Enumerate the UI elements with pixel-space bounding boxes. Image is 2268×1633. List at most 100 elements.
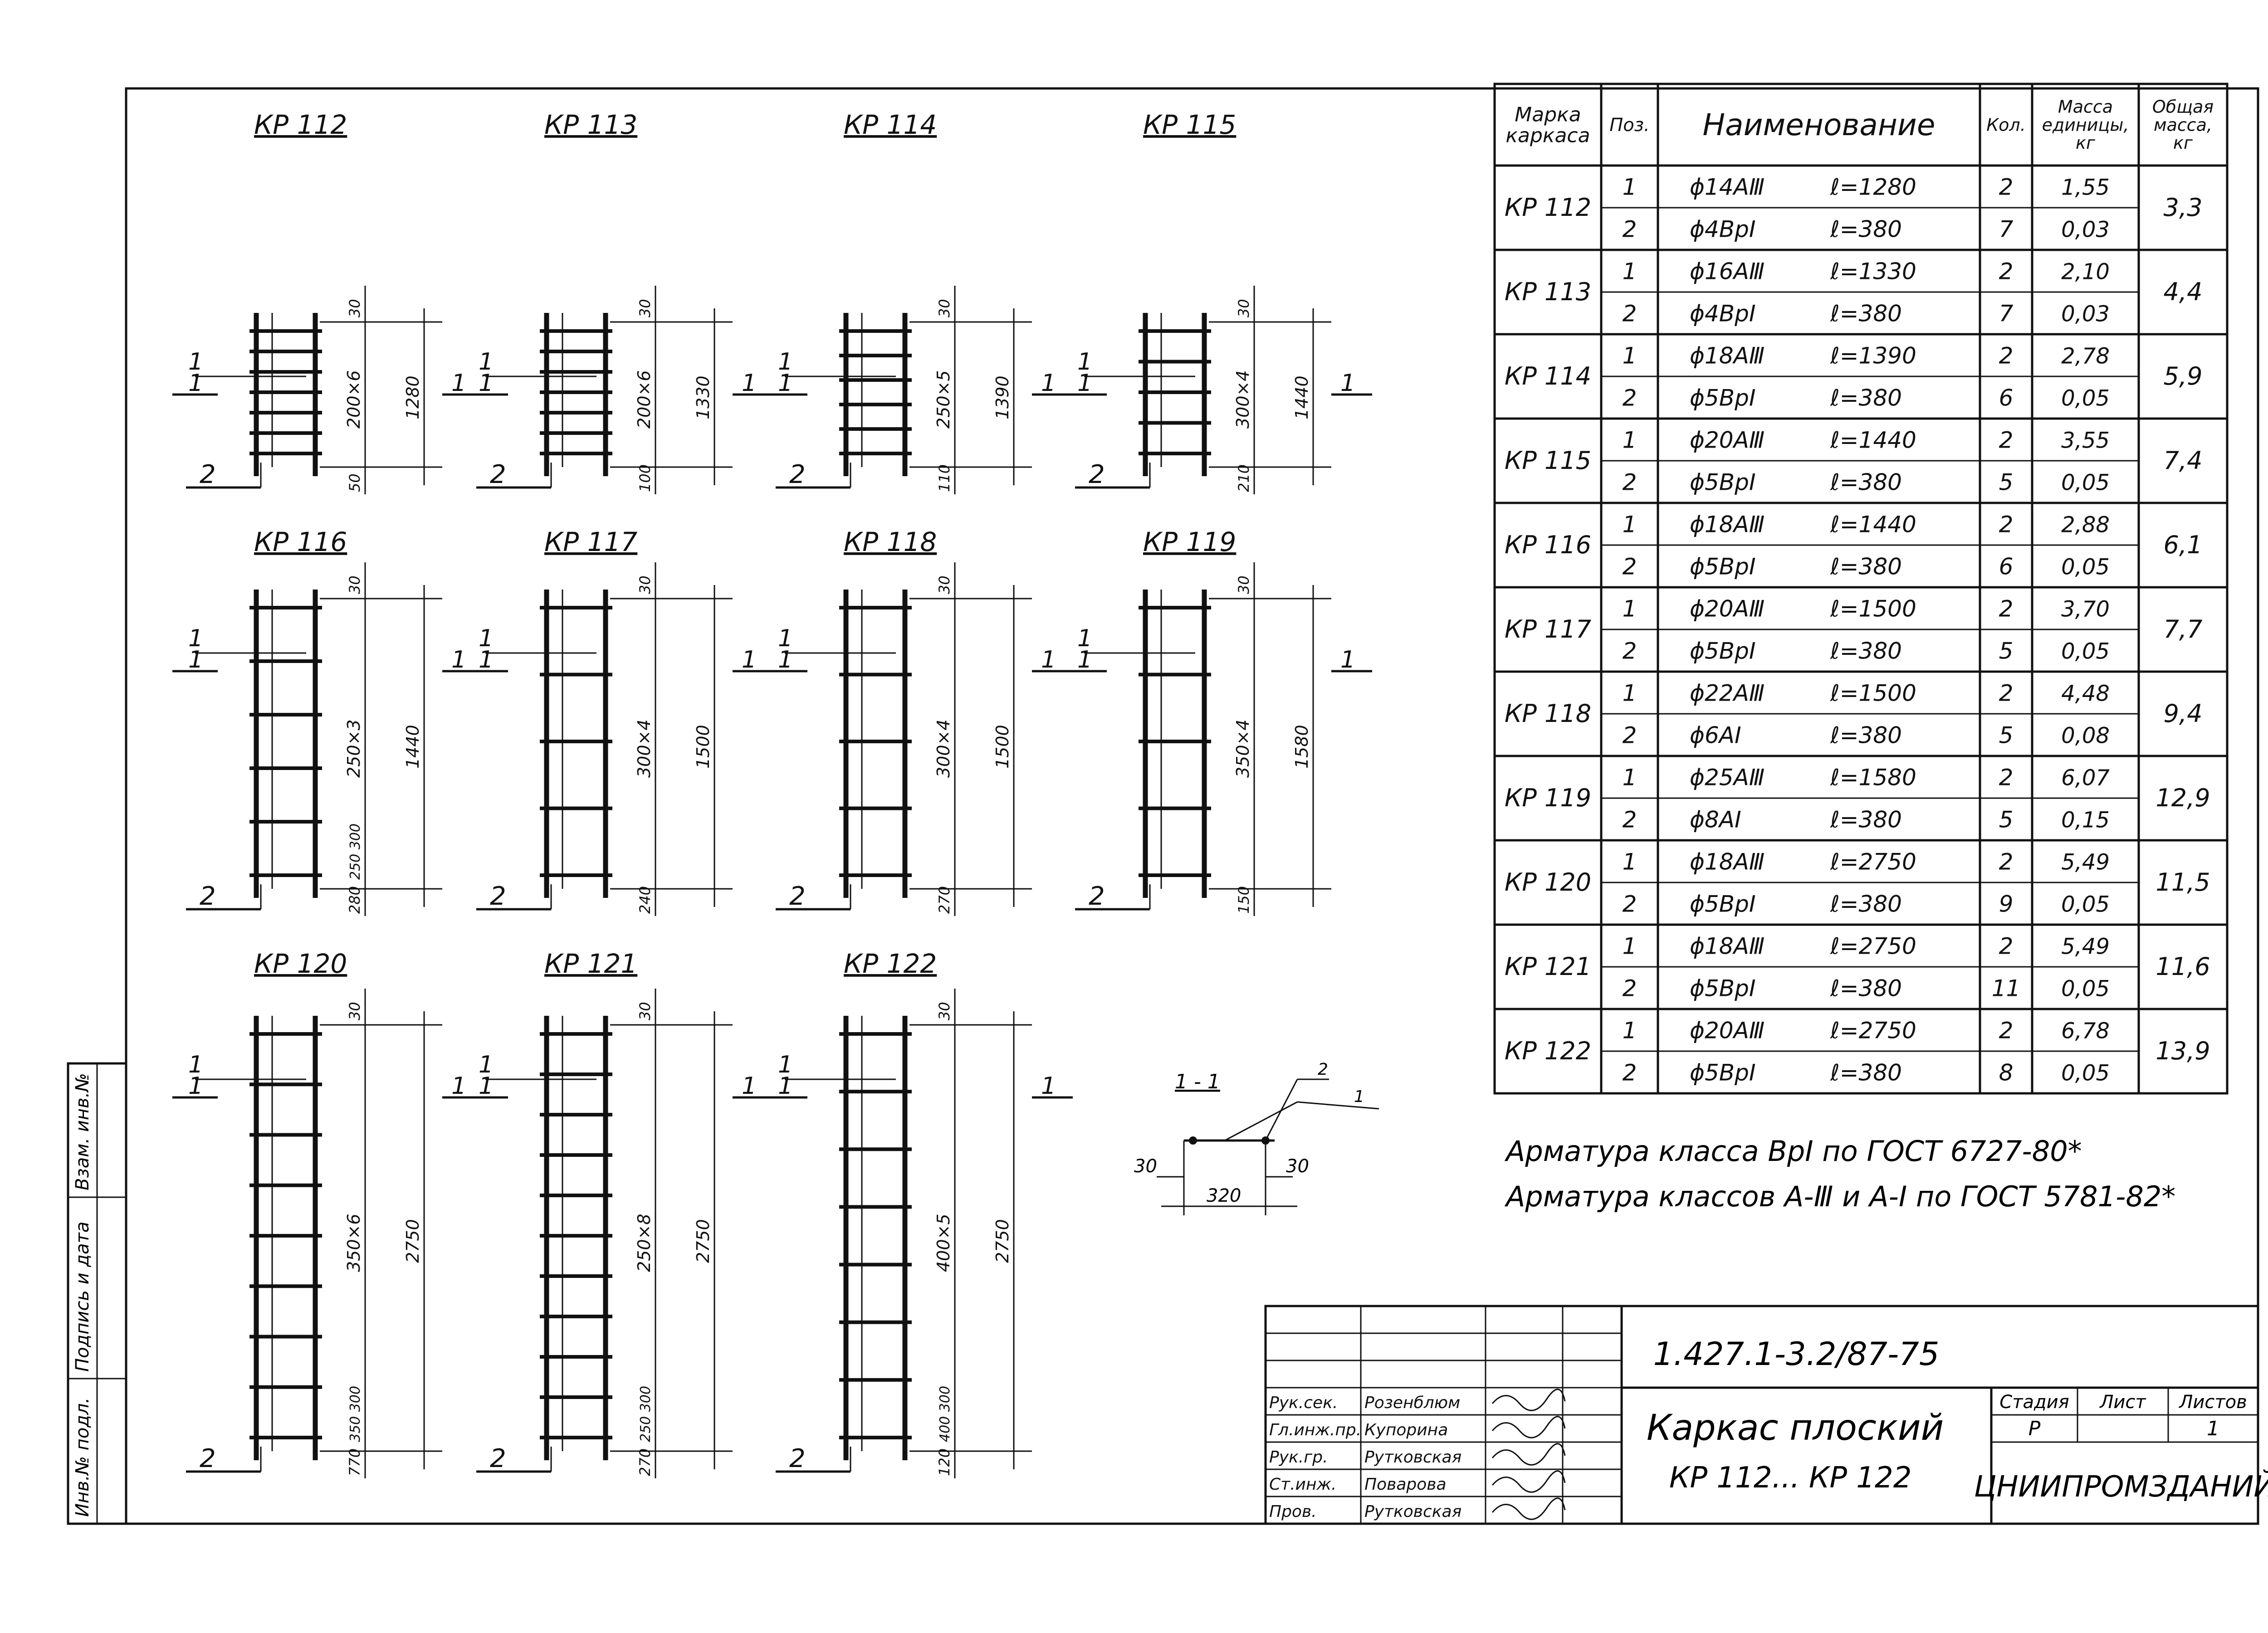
stamp-replace: Взам. инв.№ xyxy=(72,1073,93,1190)
note-1: Арматура класса ВрⅠ по ГОСТ 6727-80* xyxy=(1504,1135,2082,1168)
cell-length: ℓ=1580 xyxy=(1830,765,1916,791)
cell-mark: КР 112 xyxy=(1505,193,1591,222)
section-label-left: 1 xyxy=(778,1072,793,1100)
dim-extra: 250 300 xyxy=(638,1386,654,1442)
section-label-upper: 1 xyxy=(479,348,494,375)
cell-qty: 6 xyxy=(1999,554,2014,580)
cell-total: 13,9 xyxy=(2156,1037,2210,1065)
frame-title: КР 115 xyxy=(1143,109,1236,140)
cell-bar: ϕ18АⅢ xyxy=(1690,849,1765,875)
cell-qty: 2 xyxy=(1999,427,2014,453)
section-label-upper: 1 xyxy=(188,625,203,652)
stamp-inv: Инв.№ подл. xyxy=(72,1398,93,1517)
cell-qty: 5 xyxy=(1999,469,2014,496)
pos2-label: 2 xyxy=(1089,882,1105,911)
cell-bar: ϕ22АⅢ xyxy=(1690,680,1765,707)
dim-bottom: 150 xyxy=(1235,886,1252,914)
cell-pos: 2 xyxy=(1623,722,1637,749)
cell-pos: 2 xyxy=(1623,807,1637,833)
cell-length: ℓ=2750 xyxy=(1830,1018,1916,1044)
section-1-1: 1 - 1 2 1 30 30 320 xyxy=(1134,1060,1379,1215)
dim-spacing: 200×6 xyxy=(344,370,364,429)
section-label-right: 1 xyxy=(1041,646,1056,673)
cell-length: ℓ=380 xyxy=(1830,216,1902,243)
cell-qty: 5 xyxy=(1999,807,2014,833)
cell-bar: ϕ20АⅢ xyxy=(1690,596,1765,622)
cell-length: ℓ=380 xyxy=(1830,975,1902,1002)
pos2-label: 2 xyxy=(490,882,506,911)
table-header-text: каркаса xyxy=(1505,124,1590,147)
cell-unit-mass: 2,10 xyxy=(2061,259,2110,285)
section-mark-2: 2 xyxy=(1318,1060,1328,1079)
organization: ЦНИИПРОМЗДАНИЙ xyxy=(1974,1469,2268,1504)
cell-pos: 1 xyxy=(1623,933,1637,960)
section-label-left: 1 xyxy=(778,646,793,673)
dim-bottom: 270 xyxy=(936,886,953,914)
dim-bottom: 210 xyxy=(1235,464,1252,492)
cell-pos: 1 xyxy=(1623,174,1637,200)
table-header-text: единицы, xyxy=(2042,115,2129,135)
cell-bar: ϕ20АⅢ xyxy=(1690,1018,1765,1044)
table-header-text: Марка xyxy=(1515,103,1581,126)
frame-title: КР 122 xyxy=(844,948,937,979)
frame-title: КР 116 xyxy=(254,526,347,557)
staff-name: Купорина xyxy=(1364,1421,1448,1439)
cell-bar: ϕ18АⅢ xyxy=(1690,933,1765,960)
dim-top: 30 xyxy=(936,1002,953,1020)
title-line-1: Каркас плоский xyxy=(1647,1408,1944,1448)
pos2-label: 2 xyxy=(789,882,806,911)
cell-qty: 2 xyxy=(1999,680,2014,707)
signature-mark xyxy=(1491,1470,1566,1493)
cell-bar: ϕ4ВрⅠ xyxy=(1690,216,1756,243)
frame-title: КР 118 xyxy=(844,526,937,557)
dim-top: 30 xyxy=(346,1002,363,1020)
table-header-text: масса, xyxy=(2154,115,2212,135)
dim-extra: 250 300 xyxy=(347,824,363,880)
title-block: 1.427.1-3.2/87-75 Каркас плоский КР 112.… xyxy=(1264,1305,2268,1525)
stage-value: Р xyxy=(2028,1417,2041,1440)
cell-qty: 5 xyxy=(1999,638,2014,664)
section-label-left: 1 xyxy=(188,370,203,397)
cell-pos: 1 xyxy=(1623,1018,1637,1044)
staff-name: Рутковская xyxy=(1364,1502,1461,1521)
cell-length: ℓ=380 xyxy=(1830,385,1902,411)
cell-pos: 2 xyxy=(1623,1060,1637,1086)
dim-top: 30 xyxy=(346,575,363,594)
pos2-label: 2 xyxy=(490,460,506,489)
section-label-upper: 1 xyxy=(188,1051,203,1078)
cell-total: 12,9 xyxy=(2156,784,2210,812)
cell-unit-mass: 6,78 xyxy=(2061,1019,2110,1044)
cell-mark: КР 118 xyxy=(1505,699,1591,728)
frame-title: КР 121 xyxy=(544,948,637,979)
cell-bar: ϕ16АⅢ xyxy=(1690,258,1765,285)
cell-length: ℓ=1280 xyxy=(1830,174,1916,200)
table-header-text: Наименование xyxy=(1703,107,1936,142)
staff-role: Гл.инж.пр. xyxy=(1269,1421,1361,1439)
staff-role: Рук.сек. xyxy=(1269,1394,1338,1412)
cell-bar: ϕ5ВрⅠ xyxy=(1690,554,1756,580)
cell-pos: 1 xyxy=(1623,343,1637,369)
dim-length: 2750 xyxy=(403,1219,423,1263)
dim-spacing: 250×5 xyxy=(934,370,953,429)
dim-spacing: 200×6 xyxy=(634,370,654,429)
cell-bar: ϕ6АⅠ xyxy=(1690,722,1741,749)
dim-top: 30 xyxy=(636,1002,654,1020)
cell-unit-mass: 0,03 xyxy=(2061,302,2110,327)
section-label-right: 1 xyxy=(742,370,757,397)
section-label-upper: 1 xyxy=(479,625,494,652)
staff-role: Пров. xyxy=(1269,1502,1317,1521)
cell-pos: 1 xyxy=(1623,849,1637,875)
cell-length: ℓ=380 xyxy=(1830,469,1902,496)
cell-qty: 2 xyxy=(1999,596,2014,622)
